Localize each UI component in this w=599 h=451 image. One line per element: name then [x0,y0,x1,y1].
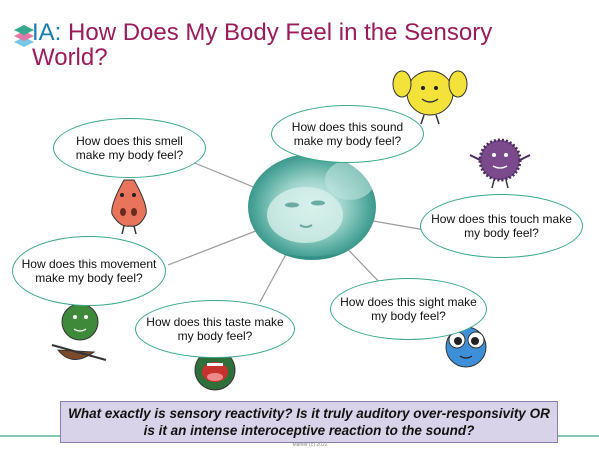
bubble-taste: How does this taste make my body feel? [135,300,295,358]
nose-character-icon [112,180,147,234]
center-photo [245,154,380,265]
balance-character-icon [52,304,106,360]
slide-title: IA: How Does My Body Feel in the Sensory… [32,20,572,70]
layers-icon [14,25,34,47]
bubble-sight: How does this sight make my body feel? [330,278,487,340]
bubble-touch: How does this touch make my body feel? [420,194,583,258]
hand-character-icon [470,140,530,188]
footer-copyright: Mahler (c) 2022 [260,442,360,448]
title-text: How Does My Body Feel in the Sensory Wor… [32,19,492,71]
bubble-sound: How does this sound make my body feel? [271,105,424,163]
bubble-smell: How does this smell make my body feel? [53,118,206,178]
title-prefix: IA: [32,19,68,46]
bubble-movement: How does this movement make my body feel… [12,236,166,306]
question-banner: What exactly is sensory reactivity? Is i… [60,401,558,443]
